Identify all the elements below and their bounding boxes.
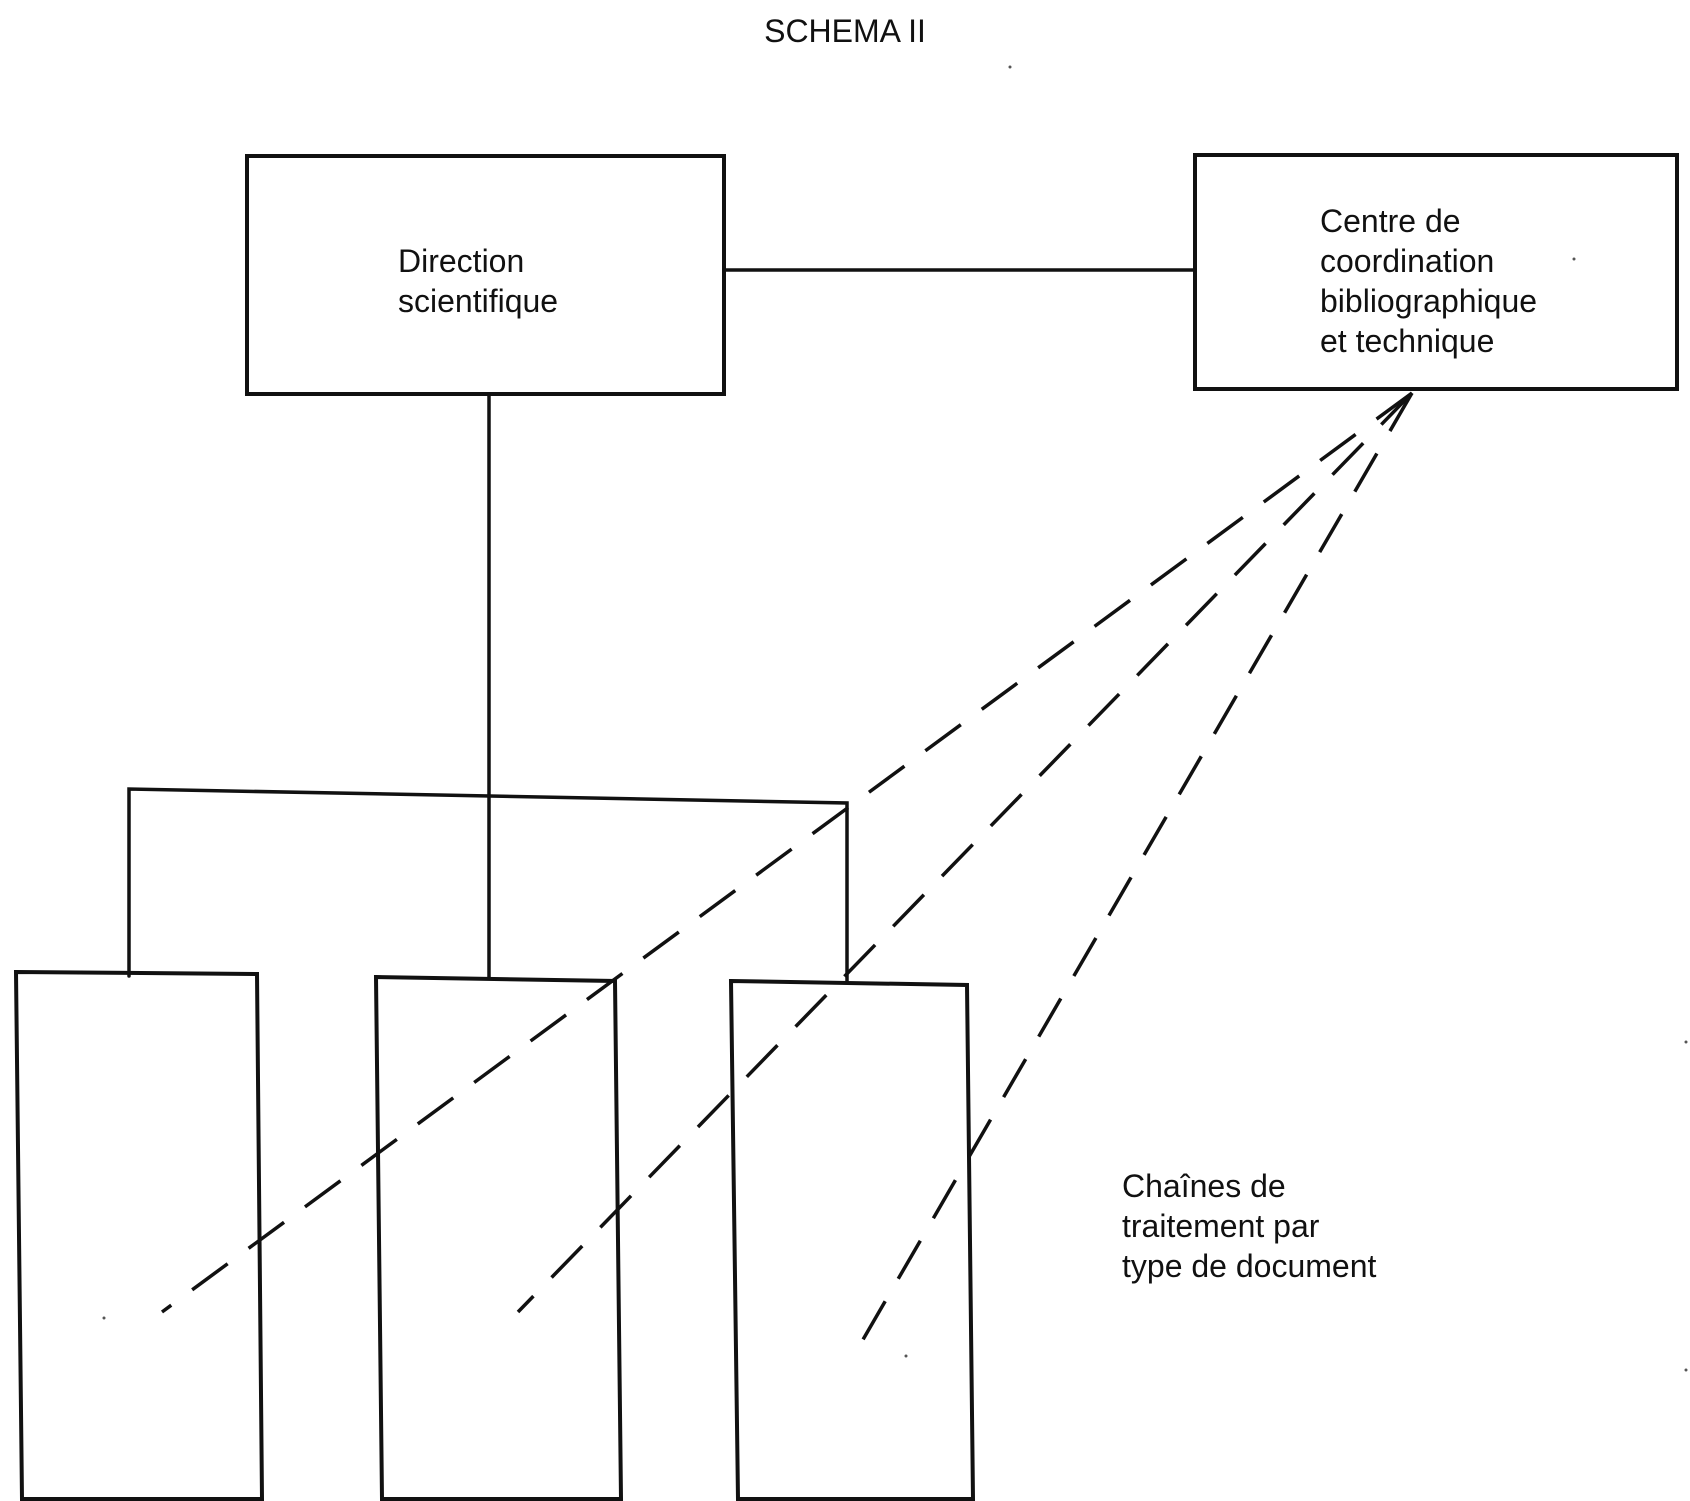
centre-label: Centre de coordination bibliographique e… [1320,203,1546,359]
chaines-caption-line-1: Chaînes de [1122,1168,1286,1204]
chain-box-middle [373,974,624,1501]
chain-box-right [728,978,976,1501]
centre-label-line-2: coordination [1320,243,1494,279]
bracket-connector [127,787,849,984]
chaines-caption-line-2: traitement par [1122,1208,1320,1244]
centre-label-line-3: bibliographique [1320,283,1537,319]
direction-label: Direction scientifique [398,243,558,319]
centre-box [1193,153,1679,391]
dashed-link-middle [516,391,1414,1314]
dashed-link-right [859,392,1414,1344]
scan-speck [1572,257,1576,261]
chaines-caption-line-3: type de document [1122,1248,1377,1284]
scan-speck [102,1316,106,1320]
chain-box-left [13,969,265,1501]
diagram-title: SCHEMA II [764,13,926,49]
scan-speck [1684,1368,1688,1372]
scan-speck [1684,1040,1688,1044]
scan-speck [904,1354,908,1358]
direction-label-line-2: scientifique [398,283,558,319]
dashed-link-left [160,391,1414,1314]
chaines-caption: Chaînes de traitement par type de docume… [1122,1168,1377,1284]
direction-label-line-1: Direction [398,243,524,279]
scan-speck [1008,65,1012,69]
centre-label-line-4: et technique [1320,323,1494,359]
centre-label-line-1: Centre de [1320,203,1461,239]
direction-box [245,154,726,396]
